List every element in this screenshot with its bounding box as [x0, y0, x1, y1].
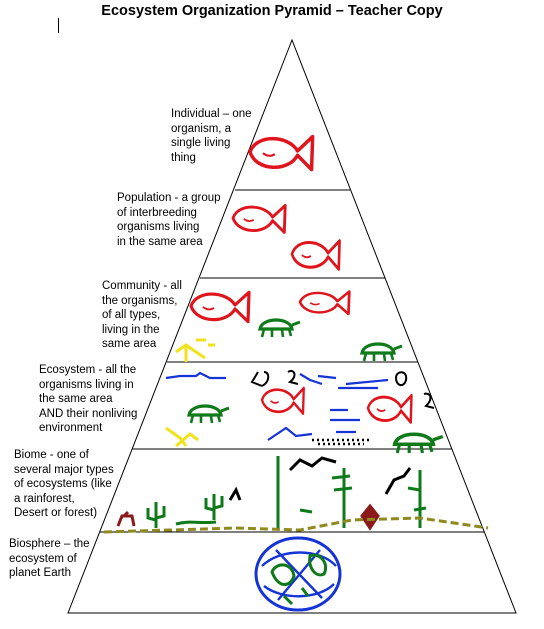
level-label-line: organism, a: [171, 122, 232, 135]
level-label-line: Ecosystem - all the: [39, 364, 137, 376]
text-cursor: [58, 18, 59, 33]
biome-turtle-drawing: [392, 432, 445, 455]
biosphere-earth-drawing: [254, 536, 342, 612]
population-fish-drawing: [231, 203, 342, 271]
community-turtle-drawing: [258, 318, 404, 363]
ecosystem-water-drawing: [165, 371, 389, 441]
biome-ground-line: [103, 516, 489, 534]
ecosystem-sun-drawing: [165, 426, 199, 448]
level-label-line: same area: [102, 338, 157, 350]
ecosystem-turtle-drawing: [187, 404, 231, 425]
level-label-line: Biome - one of: [14, 449, 89, 461]
level-label-line: living in the: [102, 323, 160, 336]
level-label-line: of interbreeding: [117, 206, 197, 219]
level-label-line: environment: [39, 422, 103, 434]
biome-plants-drawing: [146, 456, 427, 528]
level-label-line: planet Earth: [9, 567, 72, 579]
individual-fish-drawing: [248, 134, 315, 172]
level-label-line: single living: [171, 137, 231, 149]
level-label-line: AND their nonliving: [39, 407, 138, 420]
biome-mountains-drawing: [288, 456, 412, 495]
level-label-community: Community - all the organisms, of all ty…: [102, 279, 182, 352]
community-sun-drawing: [175, 338, 215, 362]
level-label-biosphere: Biosphere – the ecosystem of planet Eart…: [9, 537, 90, 581]
level-label-line: several major types: [14, 463, 114, 476]
level-label-line: the organisms,: [102, 294, 178, 307]
level-label-line: of all types,: [102, 309, 161, 321]
community-fish-drawing: [189, 290, 351, 324]
level-label-biome: Biome - one of several major types of ec…: [14, 448, 114, 521]
level-label-line: Desert or forest): [14, 507, 98, 519]
level-label-line: organisms living in: [39, 378, 134, 391]
level-label-line: a rainforest,: [14, 492, 75, 505]
level-label-population: Population - a group of interbreeding or…: [117, 191, 221, 249]
level-label-line: organisms living: [117, 221, 200, 233]
ecosystem-ground-dots: [312, 438, 372, 446]
level-label-ecosystem: Ecosystem - all the organisms living in …: [39, 363, 137, 436]
level-label-line: Individual – one: [171, 108, 252, 120]
level-label-line: the same area: [39, 393, 113, 405]
level-label-line: Community - all: [102, 280, 182, 292]
level-label-individual: Individual – one organism, a single livi…: [171, 107, 252, 165]
level-label-line: Population - a group: [117, 192, 221, 204]
level-label-line: ecosystem of: [9, 552, 77, 565]
ecosystem-gas-symbols: [250, 370, 435, 409]
level-label-line: thing: [171, 151, 196, 164]
ecosystem-fish-drawing: [260, 386, 413, 424]
level-label-line: Biosphere – the: [9, 538, 90, 550]
level-label-line: in the same area: [117, 235, 203, 248]
pyramid-outline: [67, 38, 517, 614]
level-label-line: of ecosystems (like: [14, 478, 112, 490]
page-title: Ecosystem Organization Pyramid – Teacher…: [101, 3, 443, 19]
biome-animals-drawing: [116, 486, 380, 531]
